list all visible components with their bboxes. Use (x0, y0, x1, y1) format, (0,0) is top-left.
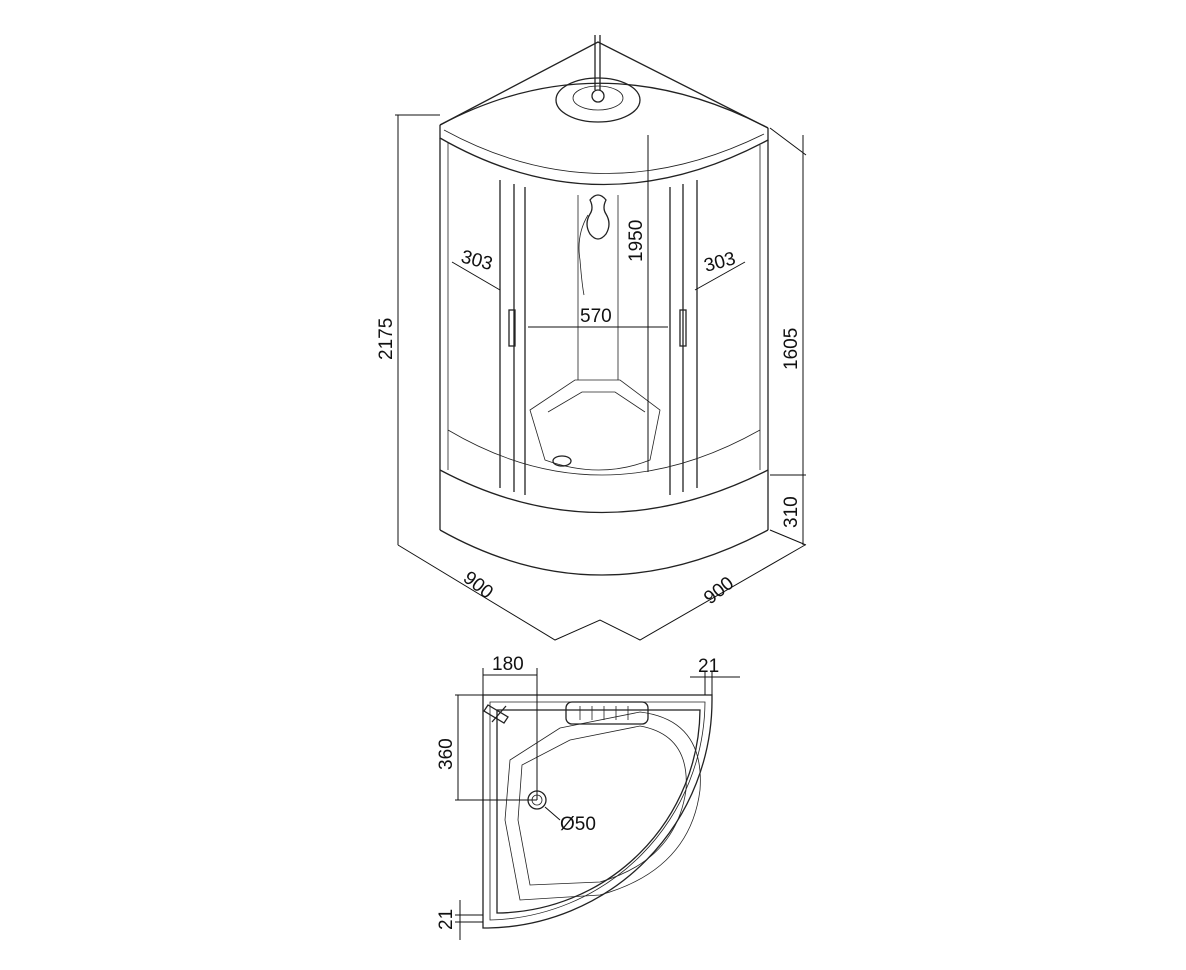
dim-frame-bottom: 21 (436, 909, 457, 930)
plan-view (482, 694, 713, 929)
dim-door-left: 303 (459, 247, 495, 275)
dim-tray-height: 310 (781, 496, 802, 528)
dim-drain-diameter: Ø50 (560, 814, 596, 835)
dim-drain-x: 180 (492, 654, 524, 675)
dim-glass-height: 1605 (781, 328, 802, 370)
cabin-isometric (439, 35, 769, 576)
dim-depth-right: 900 (700, 573, 738, 609)
dim-depth-left: 900 (459, 567, 497, 603)
dim-door-right: 303 (702, 248, 738, 276)
dim-drain-y: 360 (436, 738, 457, 770)
dim-inner-height: 1950 (626, 220, 647, 262)
dim-total-height: 2175 (376, 318, 397, 360)
plan-dimensions: 180 360 Ø50 21 21 (436, 654, 740, 940)
dim-inner-width: 570 (580, 306, 612, 327)
dim-frame-top: 21 (698, 656, 719, 677)
